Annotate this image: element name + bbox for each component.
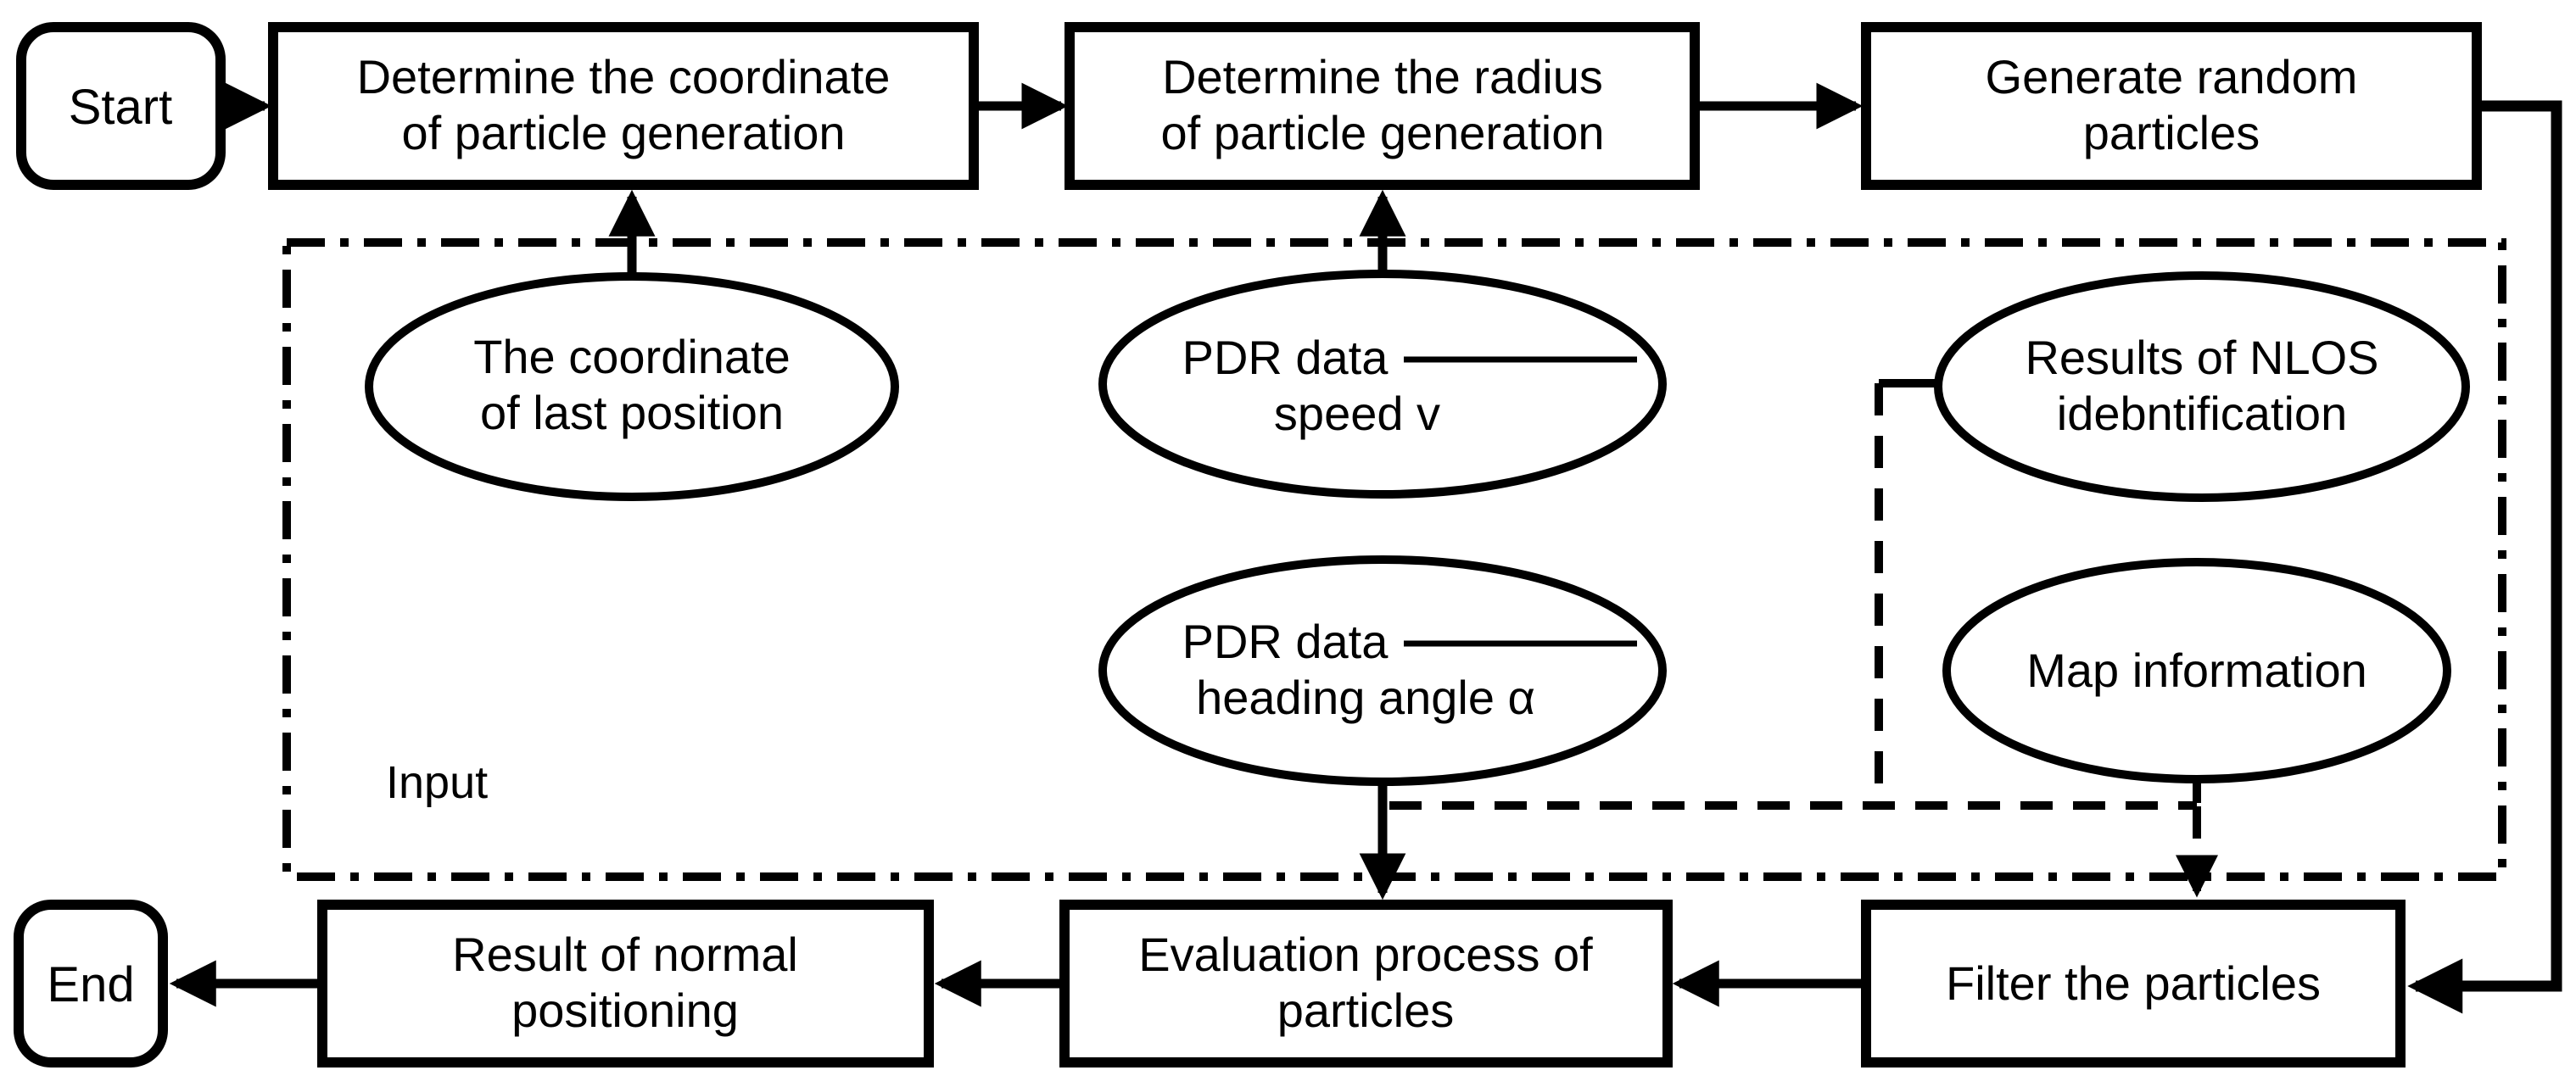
- determine-radius-shape: [1064, 22, 1700, 190]
- evaluation-shape: [1059, 900, 1673, 1067]
- process-box-evaluation: Evaluation process of particles: [1059, 900, 1673, 1067]
- pdr-speed-line2: speed v: [1274, 387, 1440, 440]
- generate-particles-line1: Generate random: [1986, 50, 2358, 103]
- ellipse-pdr-heading: PDR data heading angle α: [1098, 555, 1667, 786]
- start-node-shape: [16, 22, 226, 190]
- pdr-speed-line1: PDR data: [1182, 331, 1389, 384]
- end-node-shape: [14, 900, 168, 1067]
- end-node-label: End: [47, 957, 134, 1012]
- end-node: End: [14, 900, 168, 1067]
- filter-particles-shape: [1861, 900, 2406, 1067]
- nlos-results-line1: Results of NLOS: [2025, 331, 2378, 384]
- last-position-line2: of last position: [480, 386, 784, 439]
- nlos-results-shape: [1934, 271, 2470, 502]
- result-positioning-shape: [317, 900, 934, 1067]
- ellipse-nlos-results: Results of NLOS idebntification: [1934, 271, 2470, 502]
- pdr-heading-line1: PDR data: [1182, 615, 1389, 668]
- feedback-line-generate-to-filter: [2407, 100, 2562, 1014]
- pdr-speed-shape: [1098, 270, 1667, 499]
- process-box-generate-particles: Generate random particles: [1861, 22, 2482, 190]
- ellipse-map-information: Map information: [1942, 558, 2451, 783]
- ellipse-last-position: The coordinate of last position: [365, 272, 899, 501]
- ellipse-pdr-speed: PDR data speed v: [1098, 270, 1667, 499]
- last-position-shape: [365, 272, 899, 501]
- determine-coordinate-line2: of particle generation: [401, 106, 845, 159]
- pdr-heading-line2: heading angle α: [1196, 671, 1535, 724]
- pdr-heading-shape: [1098, 555, 1667, 786]
- determine-radius-line1: Determine the radius: [1162, 50, 1603, 103]
- input-region-label: Input: [386, 757, 488, 808]
- process-box-result-positioning: Result of normal positioning: [317, 900, 934, 1067]
- last-position-line1: The coordinate: [473, 330, 791, 383]
- process-box-determine-radius: Determine the radius of particle generat…: [1064, 22, 1700, 190]
- start-node-label: Start: [69, 80, 173, 135]
- start-node: Start: [16, 22, 226, 190]
- nlos-results-line2: idebntification: [2057, 387, 2347, 440]
- filter-particles-line1: Filter the particles: [1946, 956, 2321, 1010]
- map-information-line1: Map information: [2026, 644, 2367, 697]
- determine-radius-line2: of particle generation: [1160, 106, 1604, 159]
- generate-particles-line2: particles: [2083, 106, 2260, 159]
- result-positioning-line1: Result of normal: [452, 928, 798, 981]
- process-box-determine-coordinate: Determine the coordinate of particle gen…: [268, 22, 979, 190]
- determine-coordinate-line1: Determine the coordinate: [357, 50, 891, 103]
- process-box-filter-particles: Filter the particles: [1861, 900, 2406, 1067]
- result-positioning-line2: positioning: [511, 984, 739, 1037]
- generate-particles-shape: [1861, 22, 2482, 190]
- evaluation-line2: particles: [1277, 984, 1455, 1037]
- map-information-shape: [1942, 558, 2451, 783]
- evaluation-line1: Evaluation process of: [1138, 928, 1593, 981]
- determine-coordinate-shape: [268, 22, 979, 190]
